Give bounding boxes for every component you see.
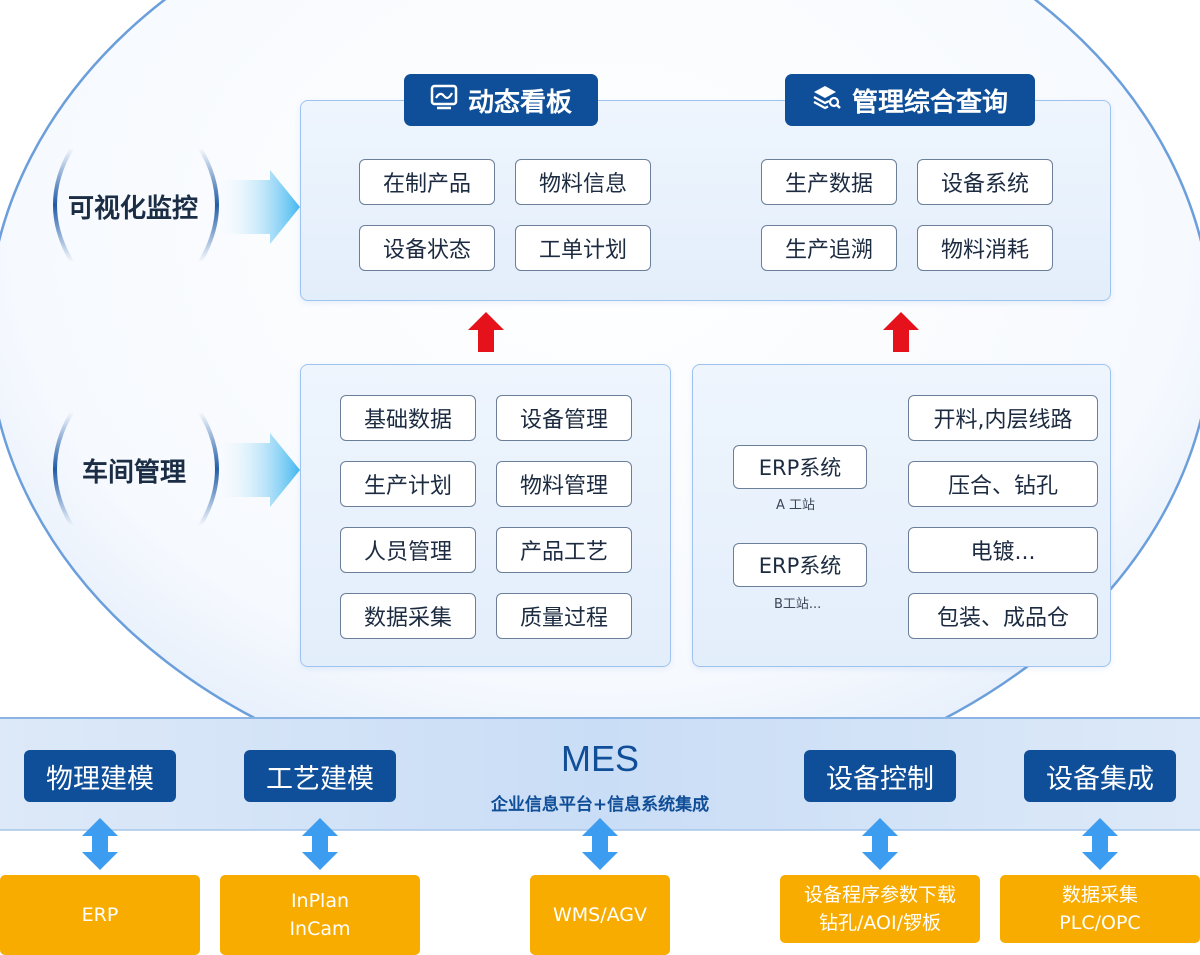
chip-equipment-system: 设备系统 xyxy=(917,159,1053,205)
flow-arrow-monitor xyxy=(215,170,300,244)
dashboard-icon xyxy=(430,83,458,118)
station-b-caption: B工站... xyxy=(774,597,822,612)
mes-subtitle: 企业信息平台+信息系统集成 xyxy=(490,795,710,815)
chip-production-data: 生产数据 xyxy=(761,159,897,205)
header-dynamic-board-label: 动态看板 xyxy=(467,87,572,118)
integration-equipment-params: 设备程序参数下载 钻孔/AOI/锣板 xyxy=(780,875,980,943)
integration-erp: ERP xyxy=(0,875,200,955)
integration-params-line-2: 钻孔/AOI/锣板 xyxy=(818,912,942,934)
flow-arrow-workshop xyxy=(215,433,300,507)
integration-inplan-incam: InPlan InCam xyxy=(220,875,420,955)
integration-erp-line-1: ERP xyxy=(81,904,119,926)
up-arrow-left xyxy=(468,312,504,352)
step-lamination-drilling: 压合、钻孔 xyxy=(908,461,1098,507)
chip-work-order-plan: 工单计划 xyxy=(515,225,651,271)
chip-equipment-status: 设备状态 xyxy=(359,225,495,271)
integration-params-line-1: 设备程序参数下载 xyxy=(803,884,956,906)
label-workshop-management: 车间管理 xyxy=(82,458,187,488)
chip-quality-process: 质量过程 xyxy=(496,593,632,639)
bi-arrow-5 xyxy=(1082,818,1118,870)
step-packaging-warehouse: 包装、成品仓 xyxy=(908,593,1098,639)
step-plating: 电镀... xyxy=(908,527,1098,573)
header-dynamic-board: 动态看板 xyxy=(404,74,598,126)
chip-personnel-management: 人员管理 xyxy=(340,527,476,573)
bi-arrow-2 xyxy=(302,818,338,870)
chip-basic-data: 基础数据 xyxy=(340,395,476,441)
chip-material-management: 物料管理 xyxy=(496,461,632,507)
chip-product-process: 产品工艺 xyxy=(496,527,632,573)
bracket-visual-monitor xyxy=(53,146,74,264)
mes-band xyxy=(0,718,1200,830)
module-equipment-integration: 设备集成 xyxy=(1024,750,1176,802)
label-visual-monitoring: 可视化监控 xyxy=(68,194,199,224)
chip-wip-products: 在制产品 xyxy=(359,159,495,205)
up-arrow-right xyxy=(883,312,919,352)
bi-arrow-3 xyxy=(582,818,618,870)
mes-title: MES xyxy=(560,738,639,779)
integration-inplan-line-2: InCam xyxy=(289,918,351,940)
chip-production-trace: 生产追溯 xyxy=(761,225,897,271)
header-management-query: 管理综合查询 xyxy=(785,74,1035,126)
chip-production-plan: 生产计划 xyxy=(340,461,476,507)
station-a-caption: A 工站 xyxy=(776,498,816,513)
bracket-workshop xyxy=(53,410,74,528)
bi-arrow-1 xyxy=(82,818,118,870)
integration-wms-line-1: WMS/AGV xyxy=(552,904,648,926)
integration-plc-line-2: PLC/OPC xyxy=(1059,912,1141,934)
erp-system-a: ERP系统 xyxy=(733,445,867,489)
module-equipment-control: 设备控制 xyxy=(804,750,956,802)
bi-arrow-4 xyxy=(862,818,898,870)
integration-inplan-line-1: InPlan xyxy=(290,890,350,912)
integration-plc-line-1: 数据采集 xyxy=(1061,884,1138,906)
chip-equipment-management: 设备管理 xyxy=(496,395,632,441)
integration-data-collection: 数据采集 PLC/OPC xyxy=(1000,875,1200,943)
module-process-modeling: 工艺建模 xyxy=(244,750,396,802)
header-management-query-label: 管理综合查询 xyxy=(851,87,1008,118)
integration-wms-agv: WMS/AGV xyxy=(530,875,670,955)
step-cutting-inner-layer: 开料,内层线路 xyxy=(908,395,1098,441)
chip-material-info: 物料信息 xyxy=(515,159,651,205)
chip-data-collection: 数据采集 xyxy=(340,593,476,639)
erp-system-b: ERP系统 xyxy=(733,543,867,587)
chip-material-consumption: 物料消耗 xyxy=(917,225,1053,271)
module-physical-modeling: 物理建模 xyxy=(24,750,176,802)
layers-search-icon xyxy=(812,83,842,118)
